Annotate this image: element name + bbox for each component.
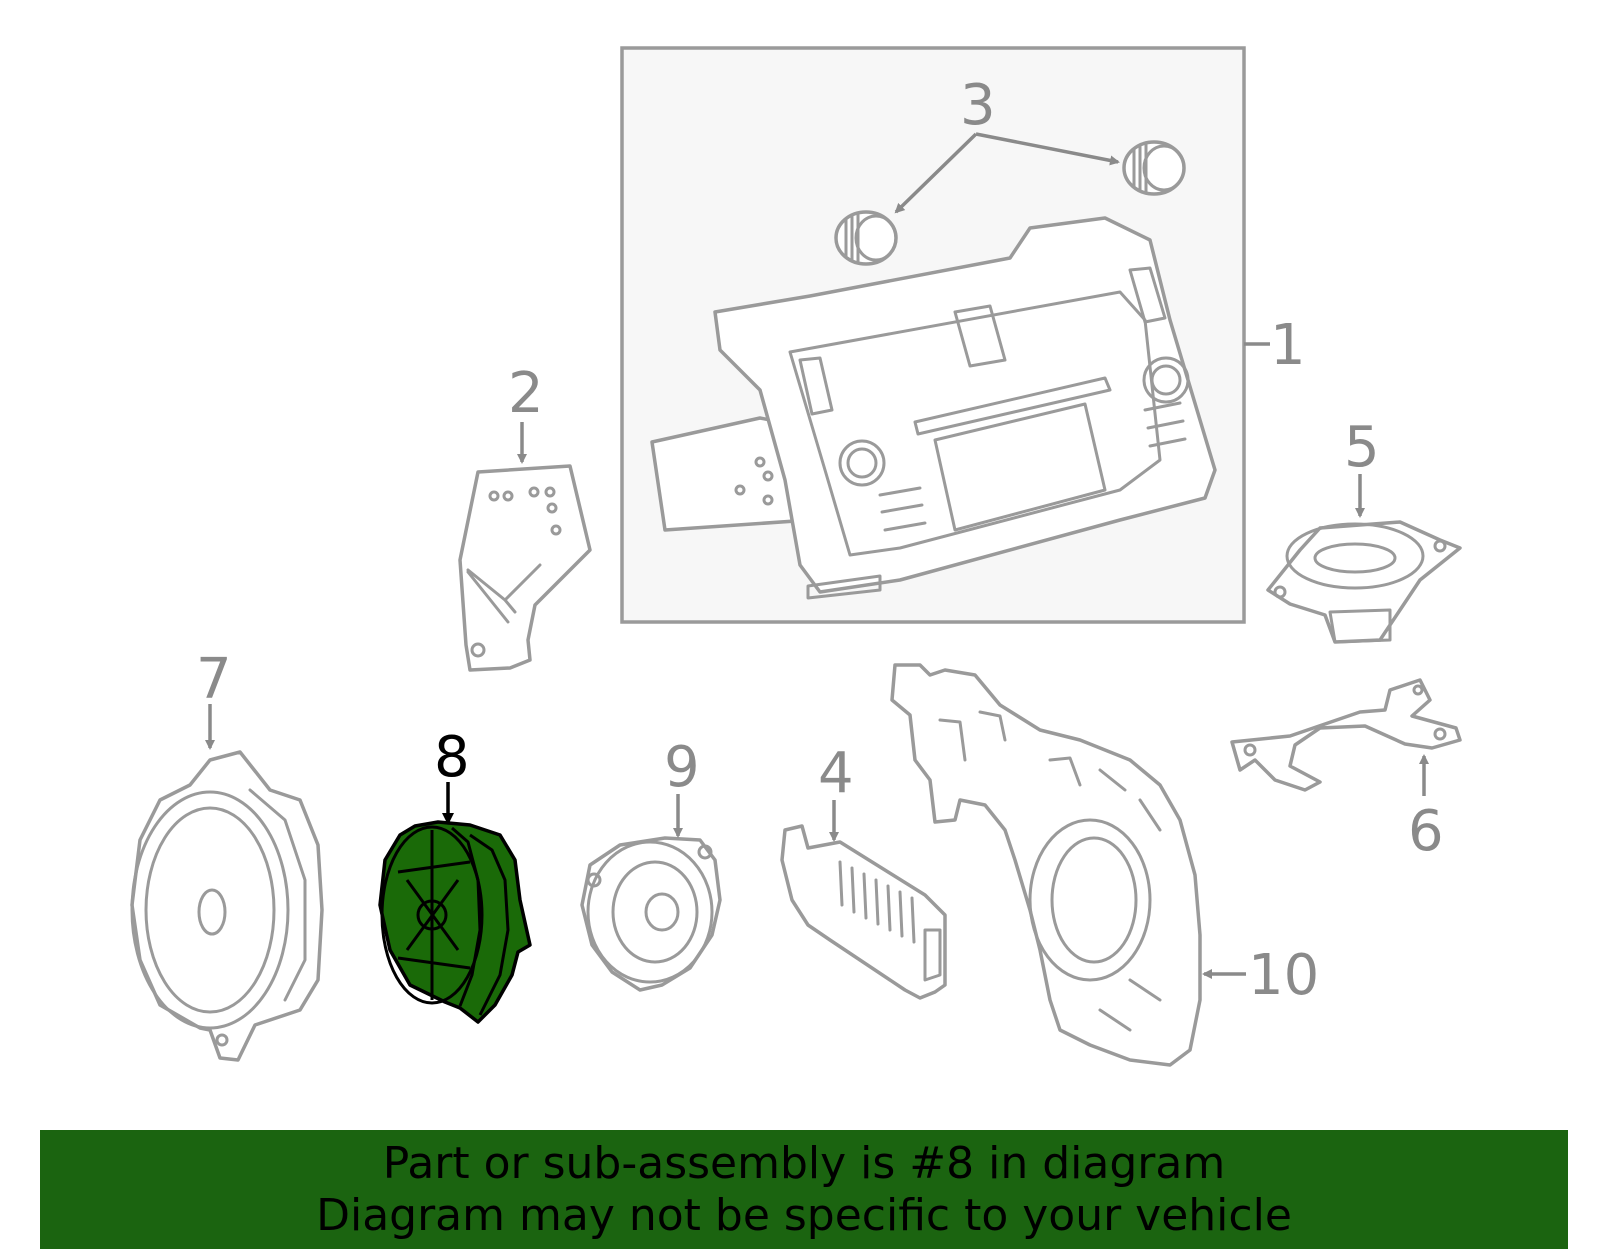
info-banner: Part or sub-assembly is #8 in diagram Di… [40,1130,1568,1249]
callout-numbers: 1 2 3 4 5 6 7 8 9 10 [196,73,1444,1008]
leader-3a [894,132,978,214]
part-7-speaker [130,750,324,1062]
part-8-speaker-highlighted [378,820,532,1024]
callout-8: 8 [434,725,470,790]
callout-6: 6 [1408,799,1444,864]
callout-10: 10 [1248,943,1319,1008]
callout-5: 5 [1344,415,1380,480]
part-6-bracket [1230,678,1462,792]
leader-lines [205,132,1429,979]
part-5-tweeter [1266,520,1462,644]
part-3-knobs [834,140,1186,266]
leader-3b [975,132,1120,166]
callout-4: 4 [818,741,854,806]
callout-7: 7 [196,647,232,712]
callout-9: 9 [664,735,700,800]
parts-diagram: 1 2 3 4 5 6 7 8 9 10 [130,46,1462,1067]
banner-line-disclaimer: Diagram may not be specific to your vehi… [316,1190,1292,1241]
part-1-radio-assembly [620,46,1246,624]
part-10-subwoofer-box [890,663,1202,1067]
part-3-knob-left [834,210,898,266]
part-2-bracket [458,464,592,672]
banner-line-part: Part or sub-assembly is #8 in diagram [382,1138,1226,1189]
part-9-speaker [580,836,722,992]
callout-1: 1 [1270,313,1306,378]
part-4-amplifier [780,824,947,1000]
callout-3: 3 [960,73,996,138]
callout-2: 2 [508,361,544,426]
part-3-knob-right [1122,140,1186,196]
